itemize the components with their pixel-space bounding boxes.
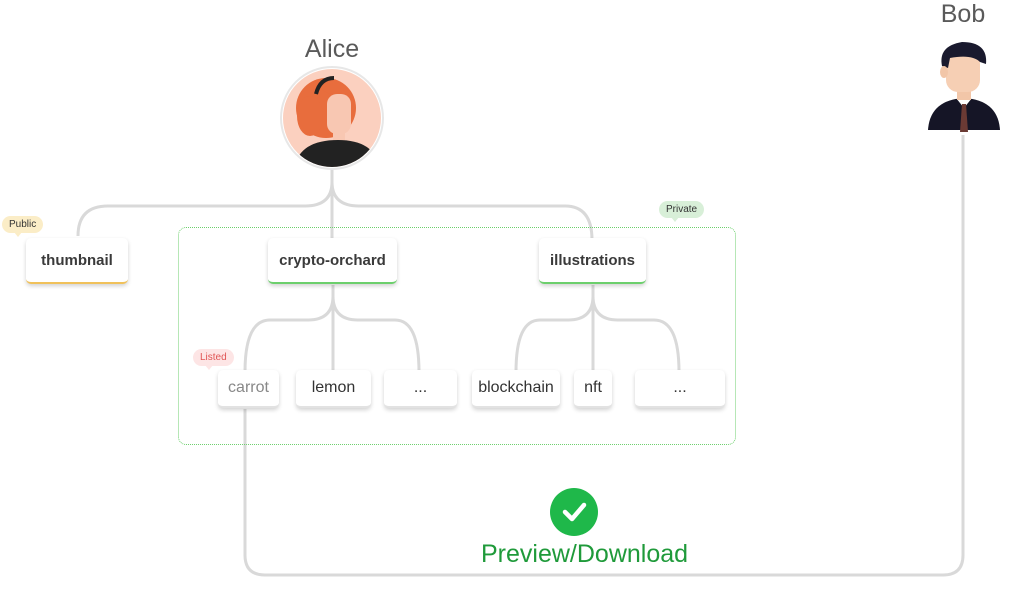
user-alice-name: Alice xyxy=(304,35,360,63)
file-carrot[interactable]: carrot xyxy=(218,370,279,408)
folder-thumbnail[interactable]: thumbnail xyxy=(26,238,128,284)
connector-alice-right xyxy=(330,181,594,241)
connector-alice-left xyxy=(76,181,334,237)
user-bob-name: Bob xyxy=(940,0,986,28)
connector-illustrations-left xyxy=(514,295,595,373)
bob-avatar xyxy=(926,40,1002,134)
file-illustrations-more[interactable]: ... xyxy=(635,370,725,408)
file-nft[interactable]: nft xyxy=(574,370,612,408)
file-blockchain[interactable]: blockchain xyxy=(472,370,560,408)
private-region xyxy=(178,227,736,445)
file-lemon[interactable]: lemon xyxy=(296,370,371,408)
alice-avatar xyxy=(280,66,384,170)
preview-download-label: Preview/Download xyxy=(481,540,689,568)
folder-crypto-orchard[interactable]: crypto-orchard xyxy=(268,238,397,284)
listed-badge: Listed xyxy=(193,349,234,370)
private-badge: Private xyxy=(659,201,705,222)
public-badge: Public xyxy=(2,216,44,237)
folder-illustrations[interactable]: illustrations xyxy=(539,238,646,284)
connector-orchard-left xyxy=(243,295,335,373)
connector-orchard-right xyxy=(331,295,421,373)
check-icon xyxy=(550,488,598,536)
connector-illustrations-right xyxy=(591,295,681,373)
file-orchard-more[interactable]: ... xyxy=(384,370,457,408)
connector-carrot-bob xyxy=(243,135,965,577)
